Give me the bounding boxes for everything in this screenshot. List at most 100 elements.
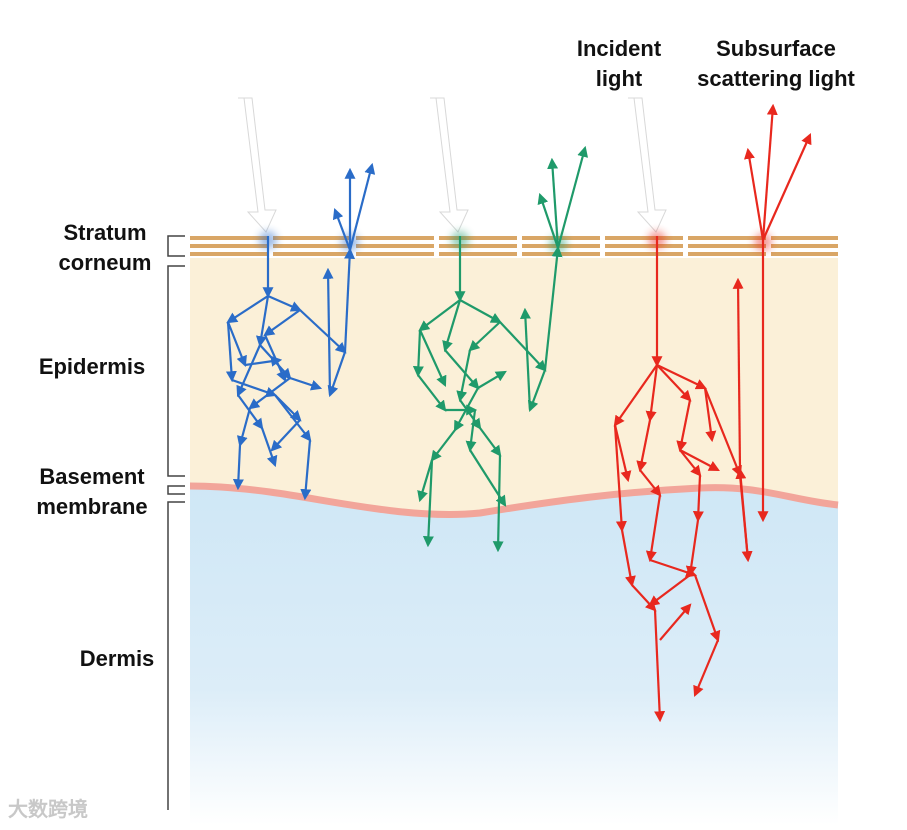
dermis-layer bbox=[190, 485, 838, 825]
scatter-arrow bbox=[244, 355, 283, 367]
scatter-arrow bbox=[519, 307, 532, 411]
scatter-arrow bbox=[299, 309, 347, 354]
label-incident-light-line2: light bbox=[595, 66, 643, 91]
scatter-arrow bbox=[232, 444, 244, 491]
scatter-arrow bbox=[225, 321, 237, 383]
scatter-arrow bbox=[693, 639, 720, 698]
scatter-arrow bbox=[653, 609, 666, 723]
scatter-arrow bbox=[685, 519, 700, 578]
scatter-arrow bbox=[639, 469, 662, 497]
epidermis-layer bbox=[190, 258, 838, 515]
scatter-arrow bbox=[430, 429, 456, 462]
scatter-arrow bbox=[679, 449, 720, 472]
scatter-arrow bbox=[327, 351, 347, 398]
scatter-arrow bbox=[744, 147, 765, 241]
scatter-arrow bbox=[620, 529, 636, 588]
scatter-arrow bbox=[679, 449, 702, 477]
label-stratum-corneum-line2: corneum bbox=[58, 250, 152, 275]
scatter-arrow bbox=[468, 321, 501, 352]
scatter-arrow bbox=[761, 132, 812, 241]
scatter-arrow bbox=[459, 299, 502, 324]
blue-light-scattering-paths bbox=[225, 162, 376, 501]
scatter-arrow bbox=[676, 399, 692, 453]
scatter-arrow bbox=[348, 162, 376, 251]
scatter-arrow bbox=[465, 409, 477, 453]
scatter-arrow bbox=[289, 376, 323, 391]
scatter-arrow bbox=[547, 157, 560, 249]
scatter-arrow bbox=[260, 427, 278, 468]
scatter-arrow bbox=[636, 419, 652, 473]
label-incident-light: Incident light bbox=[562, 34, 676, 94]
scatter-arrow bbox=[236, 344, 262, 398]
scatter-arrow bbox=[693, 574, 721, 643]
scatter-arrow bbox=[270, 419, 301, 452]
scatter-arrow bbox=[613, 364, 658, 427]
incident-arrow-red bbox=[628, 97, 667, 233]
scatter-arrow bbox=[231, 378, 278, 398]
scatter-arrow bbox=[735, 467, 750, 561]
scatter-arrow bbox=[418, 329, 447, 388]
scatter-arrow bbox=[537, 192, 560, 249]
incident-arrow-green bbox=[430, 97, 469, 233]
scatter-arrow bbox=[656, 364, 692, 402]
label-incident-light-line1: Incident bbox=[576, 36, 662, 61]
scatter-arrow bbox=[645, 364, 659, 423]
scatter-arrow bbox=[659, 603, 692, 641]
scatter-arrow bbox=[226, 295, 269, 324]
red-light-scattering-paths bbox=[613, 103, 812, 723]
scatter-arrow bbox=[412, 329, 424, 378]
scatter-arrow bbox=[543, 245, 563, 371]
label-subsurface-scattering-light: Subsurface scattering light bbox=[678, 34, 874, 94]
watermark: 大数跨境 bbox=[8, 799, 88, 821]
scatter-arrow bbox=[236, 407, 252, 448]
label-epidermis: Epidermis bbox=[38, 354, 146, 379]
scatter-arrow bbox=[477, 370, 507, 389]
label-stratum-corneum-line1: Stratum bbox=[63, 220, 147, 245]
scatter-arrow bbox=[761, 103, 778, 241]
scatter-arrow bbox=[556, 145, 589, 249]
label-basement-membrane-line2: membrane bbox=[36, 494, 148, 519]
scatter-arrow bbox=[237, 394, 264, 430]
scatter-arrow bbox=[226, 321, 247, 368]
scatter-arrow bbox=[456, 349, 472, 403]
scatter-arrow bbox=[444, 349, 480, 390]
layer-brackets bbox=[167, 235, 185, 810]
scatter-arrow bbox=[469, 449, 507, 507]
scatter-arrow bbox=[459, 399, 482, 430]
scatter-arrow bbox=[267, 294, 303, 312]
scatter-arrow bbox=[732, 277, 744, 471]
scatter-arrow bbox=[613, 424, 627, 533]
green-light-scattering-paths bbox=[412, 145, 589, 553]
scatter-arrow bbox=[322, 267, 334, 396]
scatter-arrow bbox=[263, 309, 301, 337]
label-basement-membrane: Basement membrane bbox=[20, 462, 164, 522]
scatter-arrow bbox=[343, 247, 356, 353]
scatter-arrow bbox=[499, 321, 547, 372]
incident-light-arrows bbox=[238, 97, 667, 233]
scatter-arrow bbox=[648, 574, 691, 607]
scatter-arrow bbox=[442, 299, 462, 353]
scatter-arrow bbox=[422, 459, 434, 548]
scatter-arrow bbox=[417, 374, 447, 412]
label-subsurface-line1: Subsurface bbox=[716, 36, 836, 61]
scatter-arrow bbox=[274, 394, 302, 422]
label-subsurface-line2: scattering light bbox=[697, 66, 855, 91]
scatter-arrow bbox=[332, 207, 352, 251]
scatter-arrow bbox=[656, 364, 707, 390]
scatter-arrow bbox=[703, 387, 717, 443]
scatter-arrow bbox=[479, 427, 502, 457]
scatter-arrow bbox=[703, 387, 742, 478]
scatter-arrow bbox=[417, 459, 434, 503]
scatter-arrow bbox=[418, 299, 461, 332]
scatter-arrow bbox=[692, 474, 704, 523]
label-basement-membrane-line1: Basement bbox=[39, 464, 145, 489]
scatter-arrow bbox=[645, 494, 662, 563]
scatter-arrow bbox=[527, 369, 547, 413]
scatter-arrow bbox=[613, 424, 632, 483]
scatter-arrow bbox=[300, 439, 312, 501]
stratum-corneum-layer bbox=[190, 236, 838, 256]
incident-arrow-blue bbox=[238, 97, 277, 233]
label-stratum-corneum: Stratum corneum bbox=[52, 218, 158, 278]
